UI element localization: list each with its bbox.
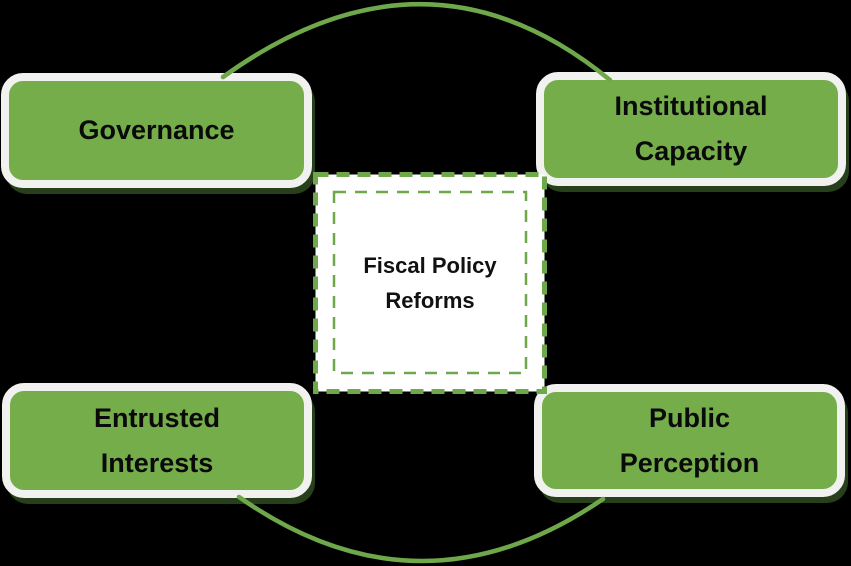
node-institutional-capacity: Institutional Capacity [536,72,846,186]
node-public-perception: Public Perception [534,384,845,497]
node-entrusted-interests-label-line2: Interests [100,447,214,478]
node-entrusted-interests: Entrusted Interests [2,383,312,498]
bottom-arc-connector [236,494,606,564]
center-box-label-line1: Fiscal Policy [363,253,497,278]
center-box-fiscal-policy-reforms: Fiscal Policy Reforms [313,172,547,394]
node-institutional-capacity-label-line2: Capacity [634,136,748,166]
center-box-outer-dashed-border [313,172,547,394]
center-box-label: Fiscal Policy Reforms [313,172,547,394]
center-box-dashed-borders [313,172,547,394]
center-box-inner-dashed-border [332,190,528,375]
node-public-perception-label-line2: Perception [619,447,760,478]
node-governance-label: Governance [78,115,235,145]
top-arc-connector [220,2,613,83]
node-entrusted-interests-label-line1: Entrusted [93,402,220,433]
node-public-perception-label-line1: Public [648,402,730,433]
center-box-label-line2: Reforms [385,288,475,313]
node-governance: Governance [1,73,312,188]
node-institutional-capacity-label-line1: Institutional [614,91,768,121]
